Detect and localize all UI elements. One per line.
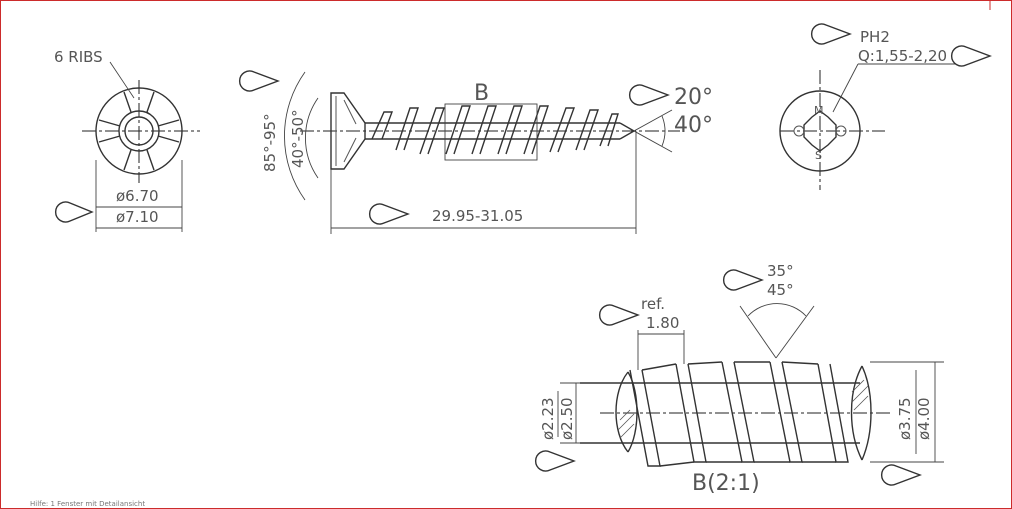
head-angle-inner: 40°-50° (289, 109, 307, 168)
inspection-balloon (54, 201, 94, 223)
flank-angle-a: 35° (767, 262, 794, 280)
flank-angle-b: 45° (767, 281, 794, 299)
inspection-balloon (598, 304, 640, 326)
footer-note: Hilfe: 1 Fenster mit Detailansicht (30, 500, 145, 508)
inspection-balloon (880, 464, 922, 486)
head-angle-outer: 85°-95° (261, 113, 279, 172)
major-dia-a: ø3.75 (896, 397, 914, 440)
inspection-balloon (534, 450, 576, 472)
overall-length: 29.95-31.05 (432, 207, 523, 225)
detail-marker: B (474, 81, 489, 106)
detail-title: B(2:1) (692, 471, 760, 496)
side-view: B 85°-95° 40°-50° 20° 40° 29.95-31.05 (238, 70, 713, 234)
inspection-balloon (722, 269, 764, 291)
inspection-balloon (238, 70, 280, 92)
drive-mark-bottom: S (815, 149, 822, 162)
core-dia-a: ø2.23 (539, 397, 557, 440)
pitch-ref: ref. (641, 295, 665, 313)
head-dia-outer: ø7.10 (116, 208, 159, 226)
drive-q-range: Q:1,55-2,20 (858, 47, 947, 65)
drive-mark-top: M (814, 104, 824, 117)
thread-crests (371, 105, 619, 155)
inspection-balloon (950, 45, 992, 67)
head-dia-inner: ø6.70 (116, 187, 159, 205)
core-dia-b: ø2.50 (558, 397, 576, 440)
inspection-balloon (368, 203, 410, 225)
major-dia-b: ø4.00 (915, 397, 933, 440)
drive-type: PH2 (860, 28, 890, 46)
inspection-balloon (810, 23, 852, 45)
tip-angle-a: 20° (674, 85, 713, 110)
ribs-label: 6 RIBS (54, 48, 103, 66)
inspection-balloon (628, 84, 670, 106)
detail-thread (629, 361, 849, 467)
head-view: 6 RIBS ø6.70 ø7.10 (54, 48, 200, 232)
detail-view: ref. 1.80 35° 45° ø2.23 ø2.50 ø3.75 ø4.0… (534, 262, 944, 496)
pitch-value: 1.80 (646, 314, 679, 332)
tip-angle-b: 40° (674, 113, 713, 138)
drive-view: M S PH2 Q:1,55-2,20 (779, 23, 992, 190)
